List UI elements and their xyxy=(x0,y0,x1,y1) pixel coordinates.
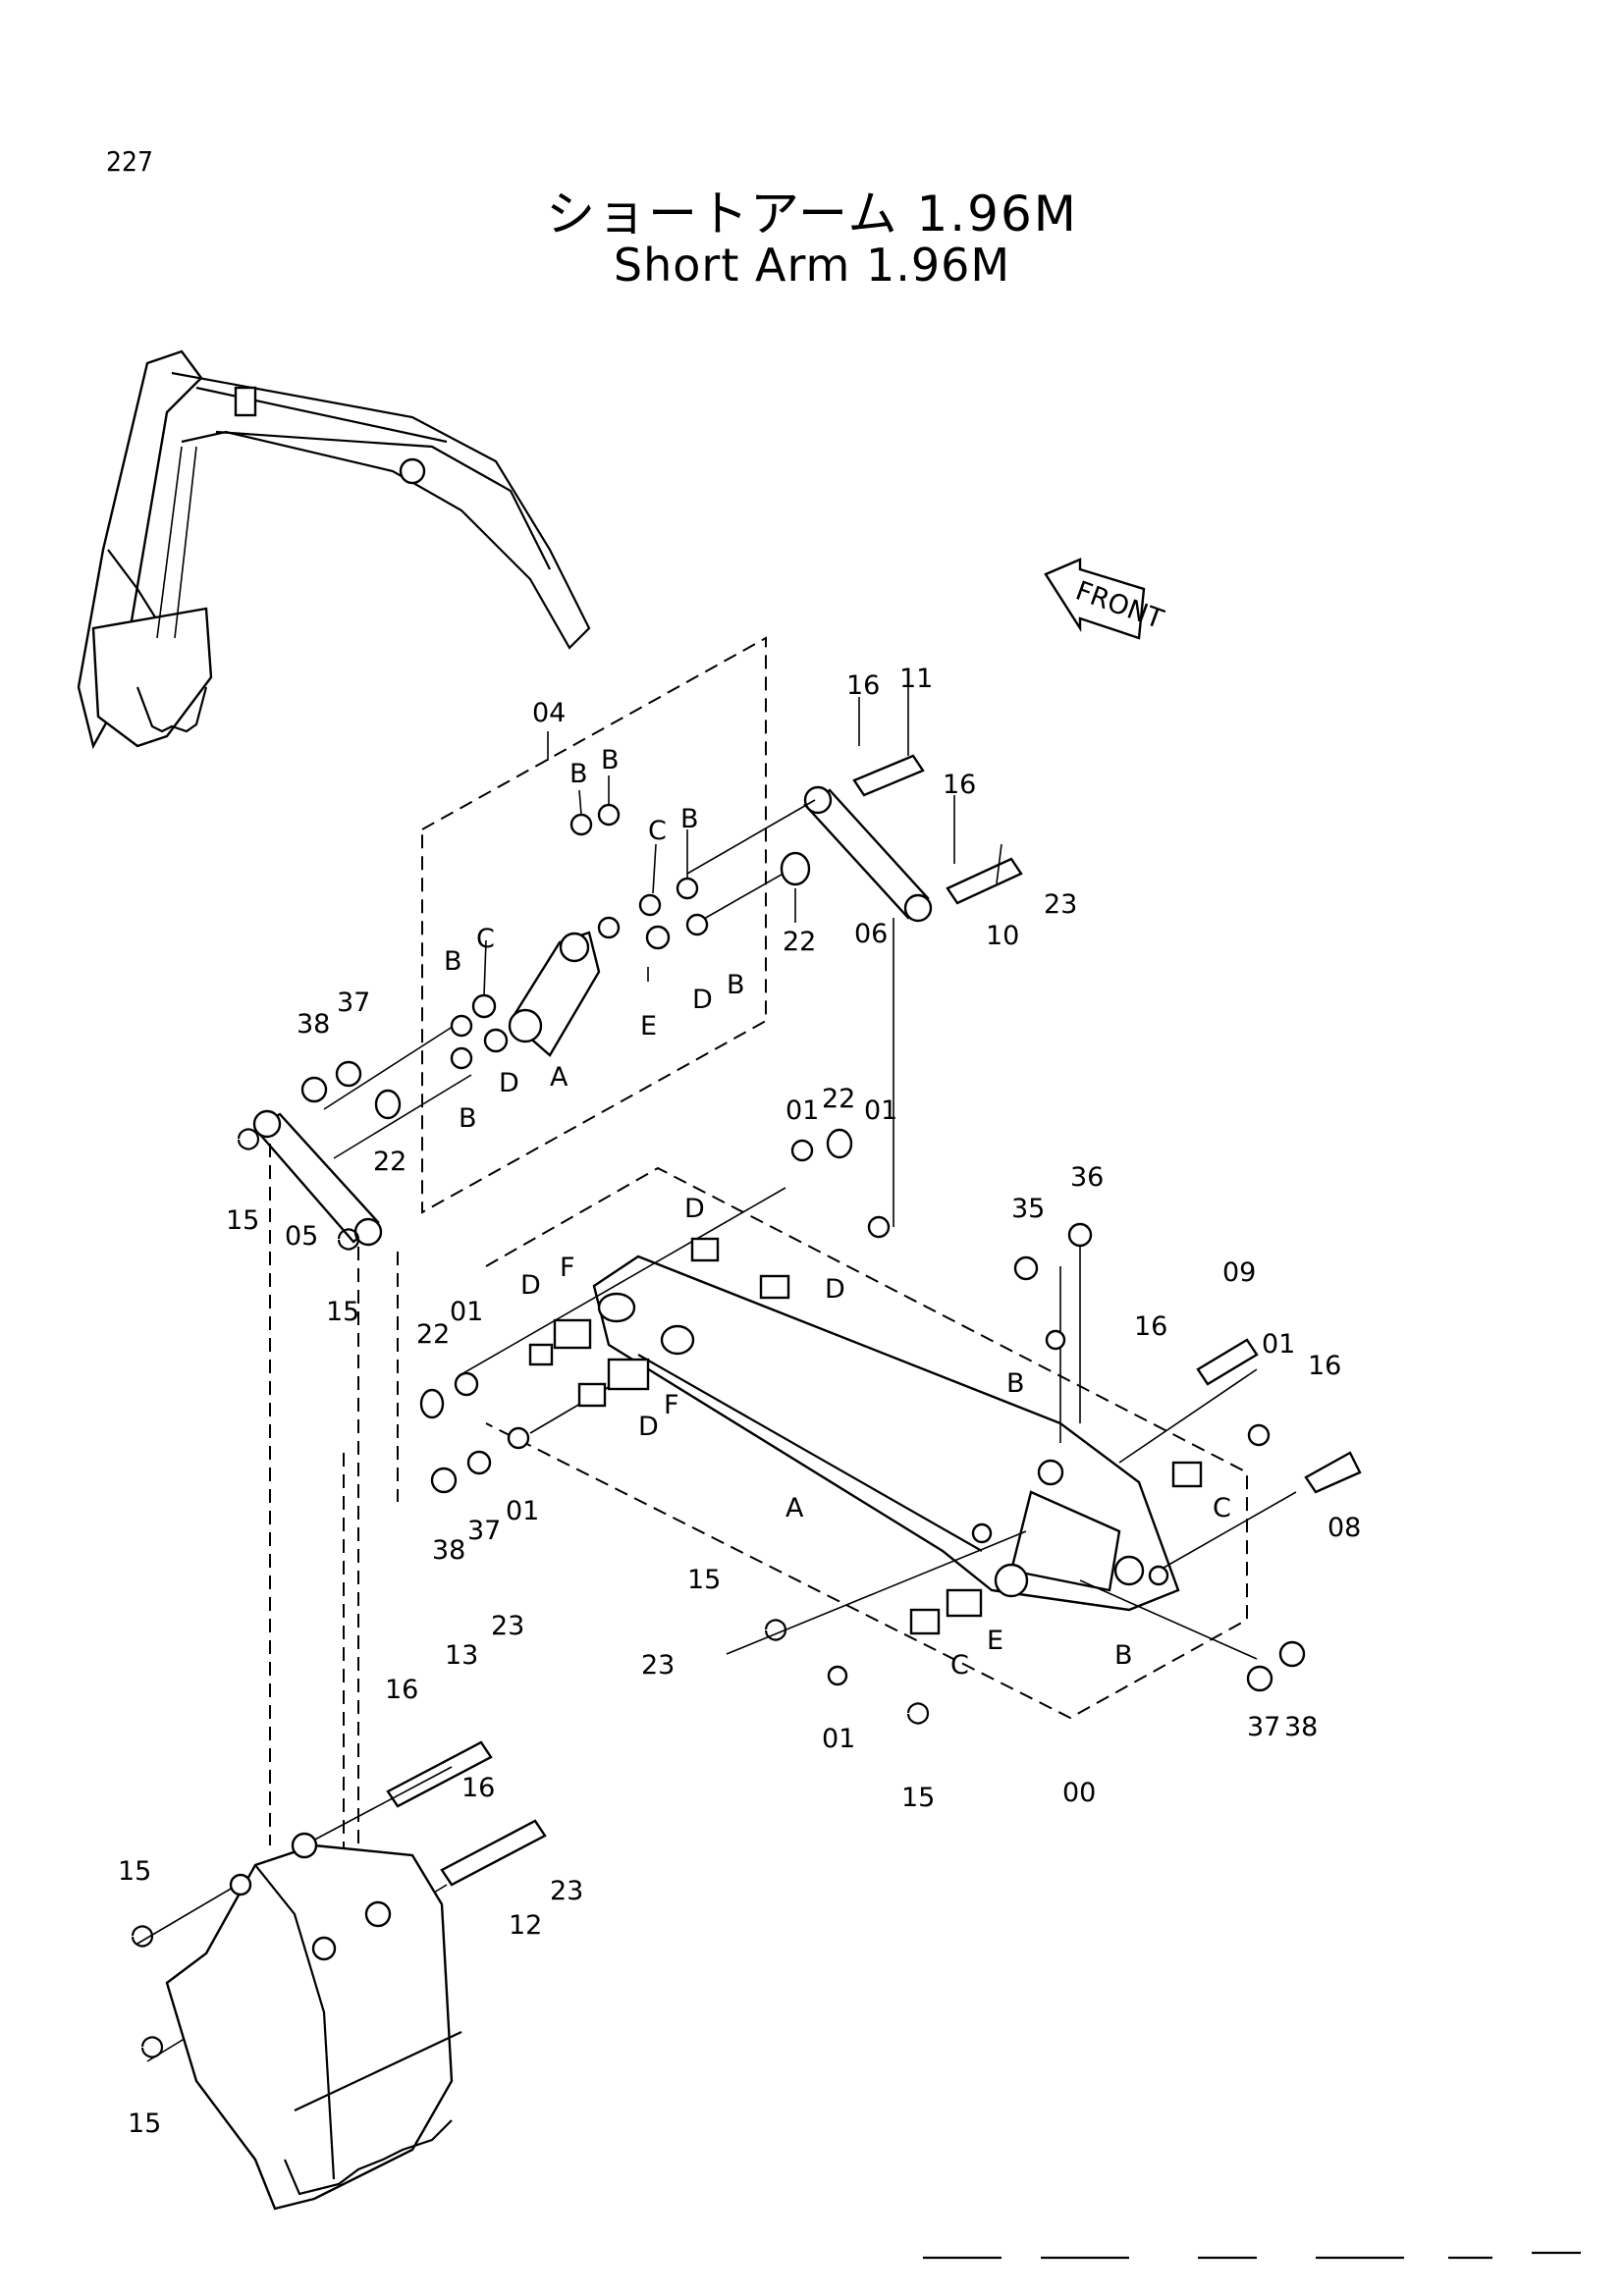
lever-assembly-04 xyxy=(508,916,621,1057)
label-37: 37 xyxy=(1247,1712,1280,1742)
label-04: 04 xyxy=(532,698,566,728)
label-01: 01 xyxy=(1262,1329,1295,1360)
label-b: B xyxy=(727,970,745,1000)
label-c: C xyxy=(476,924,495,954)
label-e: E xyxy=(987,1626,1003,1656)
label-15: 15 xyxy=(118,1856,151,1887)
label-b: B xyxy=(1006,1368,1025,1399)
label-15: 15 xyxy=(687,1565,721,1595)
label-d: D xyxy=(499,1068,519,1098)
label-16: 16 xyxy=(846,670,880,701)
label-10: 10 xyxy=(986,921,1019,951)
label-12: 12 xyxy=(509,1910,542,1941)
label-16: 16 xyxy=(461,1773,495,1803)
label-b: B xyxy=(569,759,588,789)
label-22: 22 xyxy=(822,1084,855,1114)
label-05: 05 xyxy=(285,1221,318,1252)
footer-rules xyxy=(923,2251,1581,2260)
label-b: B xyxy=(459,1103,477,1134)
assembly-lines xyxy=(136,799,1297,2062)
small-parts xyxy=(300,803,1306,1692)
label-b: B xyxy=(601,745,620,775)
label-13: 13 xyxy=(445,1640,478,1671)
title-english: Short Arm 1.96M xyxy=(613,239,1011,292)
label-d: D xyxy=(520,1270,541,1301)
label-01: 01 xyxy=(822,1724,855,1754)
label-15: 15 xyxy=(226,1205,259,1236)
group-04-frame xyxy=(421,636,767,1214)
label-a: A xyxy=(550,1062,568,1093)
label-15: 15 xyxy=(128,2109,161,2139)
label-f: F xyxy=(664,1390,679,1420)
label-16: 16 xyxy=(1134,1311,1167,1342)
label-15: 15 xyxy=(901,1783,935,1813)
label-22: 22 xyxy=(416,1319,450,1350)
label-b: B xyxy=(1114,1640,1133,1671)
label-15: 15 xyxy=(326,1297,359,1327)
link-05 xyxy=(252,1109,383,1247)
title-japanese: ショートアーム 1.96M xyxy=(546,186,1078,242)
label-09: 09 xyxy=(1222,1257,1256,1288)
link-06 xyxy=(803,785,933,923)
label-08: 08 xyxy=(1327,1513,1361,1543)
label-a: A xyxy=(785,1493,804,1523)
label-01: 01 xyxy=(864,1095,897,1126)
excavator-overview-drawing xyxy=(77,349,591,750)
callout-labels: 04 B B C B 22 B C B D E D B A 38 37 22 1… xyxy=(118,664,1361,2139)
label-e: E xyxy=(640,1011,657,1041)
label-23: 23 xyxy=(491,1611,524,1641)
label-00: 00 xyxy=(1062,1778,1096,1808)
label-23: 23 xyxy=(550,1876,583,1906)
label-c: C xyxy=(648,816,667,846)
label-c: C xyxy=(950,1650,969,1681)
label-16: 16 xyxy=(1308,1351,1341,1381)
retaining-rings xyxy=(131,1128,930,2058)
arm-body xyxy=(592,1255,1180,1612)
label-16: 16 xyxy=(385,1675,418,1705)
leader-lines xyxy=(483,687,1002,996)
label-b: B xyxy=(444,946,462,977)
label-f: F xyxy=(560,1253,575,1283)
label-01: 01 xyxy=(785,1095,819,1126)
label-23: 23 xyxy=(641,1650,675,1681)
label-36: 36 xyxy=(1070,1162,1104,1193)
label-01: 01 xyxy=(506,1496,539,1526)
label-16: 16 xyxy=(943,770,976,800)
label-d: D xyxy=(638,1412,659,1442)
label-23: 23 xyxy=(1044,889,1077,920)
label-22: 22 xyxy=(783,927,816,957)
label-37: 37 xyxy=(337,988,370,1018)
label-d: D xyxy=(684,1194,705,1224)
label-11: 11 xyxy=(899,664,933,694)
label-d: D xyxy=(692,985,713,1015)
label-38: 38 xyxy=(432,1535,465,1566)
label-38: 38 xyxy=(297,1009,330,1040)
label-38: 38 xyxy=(1284,1712,1318,1742)
front-direction-arrow: FRONT xyxy=(1044,558,1167,640)
group-00-frame xyxy=(485,1166,1248,1720)
bucket-drawing xyxy=(165,1832,462,2211)
label-b: B xyxy=(680,804,699,834)
page-number: 227 xyxy=(106,145,154,178)
label-37: 37 xyxy=(467,1516,501,1546)
label-22: 22 xyxy=(373,1147,406,1177)
label-35: 35 xyxy=(1011,1194,1045,1224)
pins xyxy=(386,754,1362,1887)
label-d: D xyxy=(825,1274,845,1305)
label-c: C xyxy=(1213,1493,1231,1523)
label-01: 01 xyxy=(450,1297,483,1327)
label-06: 06 xyxy=(854,919,888,949)
